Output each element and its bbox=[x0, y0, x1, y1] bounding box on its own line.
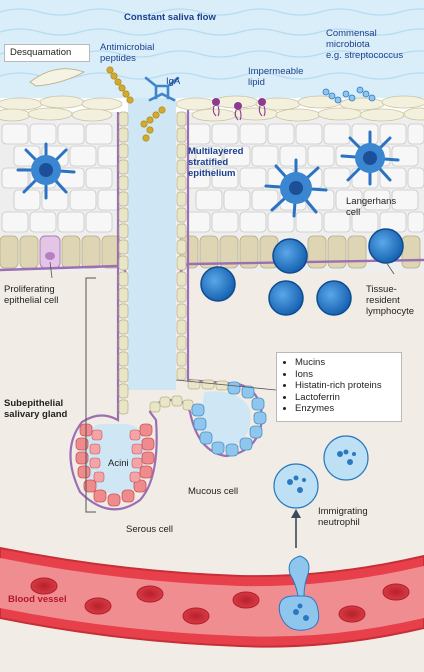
secretion-item: Enzymes bbox=[295, 403, 395, 415]
impermeable-lipid bbox=[212, 98, 266, 121]
duct-lumen bbox=[128, 98, 176, 390]
proliferating-nucleus bbox=[45, 252, 55, 260]
migration-arrowhead bbox=[291, 509, 301, 518]
secretion-item: Lactoferrin bbox=[295, 392, 395, 404]
epithelium-label-2: stratified bbox=[188, 157, 229, 168]
commensal-bacteria bbox=[322, 86, 376, 104]
antimicrobial-peptides bbox=[106, 66, 166, 142]
neutrophil-label-2: neutrophil bbox=[318, 517, 360, 528]
commensal-label-3: e.g. streptococcus bbox=[326, 50, 404, 61]
gland-label-2: salivary gland bbox=[4, 409, 68, 420]
epithelium-label-3: epithelium bbox=[188, 168, 236, 179]
desquamating-cell bbox=[29, 68, 86, 87]
antimicrobial-label-1: Antimicrobial bbox=[100, 42, 155, 53]
serous-acinus bbox=[75, 423, 155, 507]
pointer-lines bbox=[49, 261, 395, 391]
desquamation-label: Desquamation bbox=[10, 47, 72, 58]
red-blood-cells bbox=[30, 577, 410, 625]
superficial-cells bbox=[0, 95, 424, 122]
iga-label: IgA bbox=[166, 76, 181, 87]
langerhans-label-2: cell bbox=[346, 207, 361, 218]
gland-label-1: Subepithelial bbox=[4, 398, 64, 409]
tissue-resident-label-1: Tissue- bbox=[366, 284, 397, 295]
secretions-list: Mucins Ions Histatin-rich proteins Lacto… bbox=[277, 353, 401, 419]
neutrophil-label-1: Immigrating bbox=[318, 506, 368, 517]
saliva-flow-label: Constant saliva flow bbox=[124, 12, 216, 23]
commensal-label-2: microbiota bbox=[326, 39, 370, 50]
lipid-label-1: Impermeable bbox=[248, 66, 304, 77]
serous-cell-label: Serous cell bbox=[126, 524, 173, 535]
proliferating-label-1: Proliferating bbox=[4, 284, 55, 295]
secretion-item: Ions bbox=[295, 369, 395, 381]
lipid-label-2: lipid bbox=[248, 77, 265, 88]
lymphocytes bbox=[200, 228, 404, 316]
secretion-item: Mucins bbox=[295, 357, 395, 369]
neutrophils bbox=[273, 435, 369, 631]
blood-vessel-label: Blood vessel bbox=[8, 594, 67, 605]
gland-bracket bbox=[85, 277, 96, 513]
secretions-box: Mucins Ions Histatin-rich proteins Lacto… bbox=[276, 352, 402, 422]
basal-layer bbox=[0, 235, 421, 269]
iga-molecule bbox=[144, 76, 180, 102]
antimicrobial-label-2: peptides bbox=[100, 53, 136, 64]
langerhans-cell-right-2 bbox=[340, 130, 400, 186]
commensal-label-1: Commensal bbox=[326, 28, 377, 39]
mucous-acinus bbox=[191, 381, 267, 457]
mucous-cell-label: Mucous cell bbox=[188, 486, 239, 497]
tissue-resident-label-3: lymphocyte bbox=[366, 306, 415, 317]
langerhans-cell-right-1 bbox=[264, 158, 328, 218]
secretion-item: Histatin-rich proteins bbox=[295, 380, 395, 392]
tissue-resident-label-2: resident bbox=[366, 295, 400, 306]
duct-cells bbox=[118, 111, 229, 415]
proliferating-label-2: epithelial cell bbox=[4, 295, 59, 306]
langerhans-label-1: Langerhans bbox=[346, 196, 397, 207]
acini-label: Acini bbox=[108, 458, 129, 469]
epithelium-label-1: Multilayered bbox=[188, 146, 244, 157]
desquamation-box: Desquamation bbox=[4, 44, 90, 62]
langerhans-cell-left bbox=[16, 142, 76, 200]
